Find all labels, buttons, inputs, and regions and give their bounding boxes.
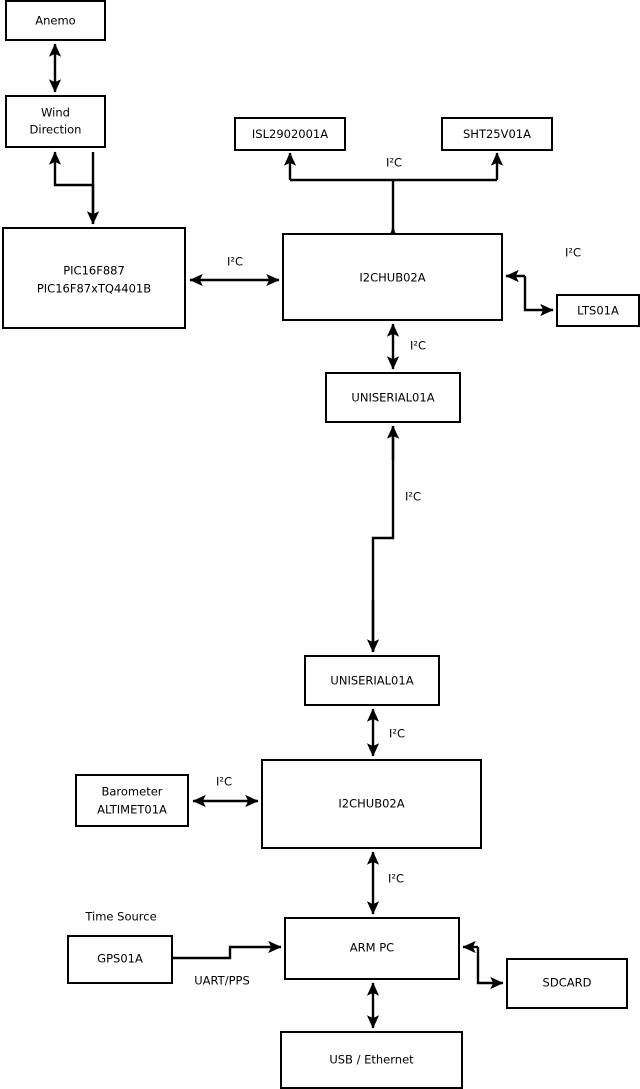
node-label-barometer-line1: Barometer: [101, 785, 162, 799]
node-box-uniserial01a-bottom[interactable]: [304, 655, 440, 706]
node-label-wind-direction-line2: Direction: [30, 123, 82, 137]
node-arm-pc[interactable]: ARM PC: [284, 917, 460, 980]
node-usb-ethernet[interactable]: USB / Ethernet: [280, 1031, 463, 1089]
edge-pic-wind: [48, 151, 100, 225]
node-box-uniserial01a-top[interactable]: [325, 372, 461, 423]
node-label-anemo: Anemo: [35, 14, 75, 28]
node-box-arm-pc[interactable]: [284, 917, 460, 980]
node-label-uniserial01a-bottom: UNISERIAL01A: [330, 674, 413, 688]
node-box-lts01a[interactable]: [556, 294, 640, 327]
node-box-sdcard[interactable]: [506, 958, 628, 1009]
edge-armpc-sdcard: [462, 940, 504, 990]
edge-label-i2c-pic-hub: I²C: [227, 255, 243, 269]
node-label-usb-ethernet: USB / Ethernet: [329, 1053, 414, 1067]
node-lts01a[interactable]: LTS01A: [556, 294, 640, 327]
node-label-arm-pc: ARM PC: [350, 941, 394, 955]
node-sht25v01a[interactable]: SHT25V01A: [441, 117, 553, 151]
node-uniserial01a-bottom[interactable]: UNISERIAL01A: [304, 655, 440, 706]
edge-label-i2c-hub-uniserial: I²C: [410, 339, 426, 353]
node-label-isl2902001a: ISL2902001A: [252, 127, 328, 141]
edge-label-i2c-hub2-armpc: I²C: [388, 872, 404, 886]
node-gps01a[interactable]: GPS01A: [67, 935, 173, 984]
edge-label-i2c-baro-hub2: I²C: [216, 775, 232, 789]
edge-line-gps-to-armpc: [172, 940, 282, 960]
node-i2chub02a-bottom[interactable]: I2CHUB02A: [261, 759, 482, 849]
edge-hub-lts: [505, 269, 554, 317]
node-box-i2chub02a-top[interactable]: [282, 233, 503, 321]
edge-label-i2c-uniserial-link: I²C: [405, 490, 421, 504]
edge-label-uart-pps: UART/PPS: [194, 974, 250, 988]
node-i2chub02a-top[interactable]: I2CHUB02A: [282, 233, 503, 321]
node-box-barometer[interactable]: [75, 774, 189, 827]
edge-line-pic-to-wind: [48, 151, 95, 224]
node-box-i2chub02a-bottom[interactable]: [261, 759, 482, 849]
node-box-gps01a[interactable]: [67, 935, 173, 984]
edge-line-uniserial-link-path: [371, 426, 395, 652]
node-label-wind-direction-line1: Wind: [41, 106, 70, 120]
node-anemo[interactable]: Anemo: [5, 0, 106, 41]
edge-label-i2c-hub-lts: I²C: [565, 246, 581, 260]
node-label-pic-line2: PIC16F87xTQ4401B: [37, 282, 151, 296]
node-label-barometer-line2: ALTIMET01A: [97, 803, 167, 817]
node-box-anemo[interactable]: [5, 0, 106, 41]
node-box-sht25v01a[interactable]: [441, 117, 553, 151]
node-pic[interactable]: PIC16F887 PIC16F87xTQ4401B: [2, 227, 186, 329]
edge-line-armpc-to-sdcard: [476, 947, 504, 990]
node-label-gps01a: GPS01A: [97, 952, 143, 966]
node-label-sdcard: SDCARD: [543, 976, 592, 990]
edge-label-i2c-sensors-top: I²C: [386, 156, 402, 170]
node-wind-direction[interactable]: Wind Direction: [5, 95, 106, 148]
node-label-uniserial01a-top: UNISERIAL01A: [351, 391, 434, 405]
node-label-lts01a: LTS01A: [577, 304, 619, 318]
node-label-i2chub02a-top: I2CHUB02A: [359, 271, 425, 285]
node-label-sht25v01a: SHT25V01A: [463, 127, 531, 141]
node-isl2902001a[interactable]: ISL2902001A: [234, 117, 346, 151]
edge-label-i2c-uniserial-hub2: I²C: [389, 727, 405, 741]
node-sdcard[interactable]: SDCARD: [506, 958, 628, 1009]
node-label-i2chub02a-bottom: I2CHUB02A: [338, 797, 404, 811]
edge-hub-sensors: [283, 152, 504, 241]
free-label-time-source: Time Source: [84, 910, 156, 924]
node-box-isl2902001a[interactable]: [234, 117, 346, 151]
node-box-wind-direction[interactable]: [5, 95, 106, 148]
node-box-pic[interactable]: [2, 227, 186, 329]
edge-gps-armpc: [172, 940, 282, 960]
node-barometer[interactable]: Barometer ALTIMET01A: [75, 774, 189, 827]
node-label-pic-line1: PIC16F887: [63, 264, 125, 278]
node-box-usb-ethernet[interactable]: [280, 1031, 463, 1089]
edge-line-hub-to-lts: [523, 276, 554, 317]
node-uniserial01a-top[interactable]: UNISERIAL01A: [325, 372, 461, 423]
edge-uniserial-link: [366, 425, 400, 653]
